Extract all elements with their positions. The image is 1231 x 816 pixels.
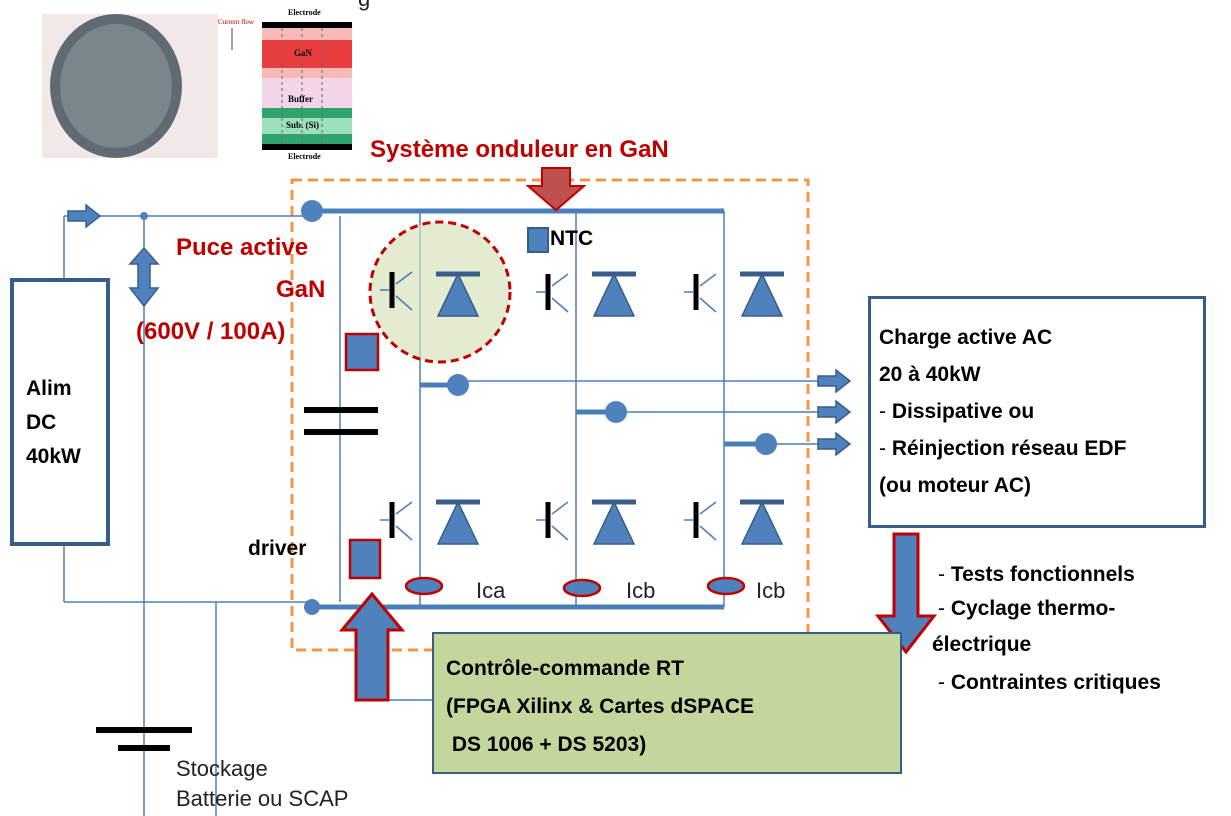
charge-line2: 20 à 40kW — [879, 363, 981, 386]
tests-item1-text: Tests fonctionnels — [950, 563, 1135, 586]
active-chip-highlight — [368, 220, 512, 364]
tests-item3-prefix: - — [938, 671, 951, 694]
switch-cl — [684, 502, 784, 544]
battery-symbol — [96, 727, 192, 751]
charge-line4-text: Réinjection réseau EDF — [891, 437, 1127, 460]
control-to-driver-arrow — [338, 591, 406, 702]
switch-ch — [684, 274, 784, 316]
driver-label: driver — [248, 537, 307, 560]
storage-line2: Batterie ou SCAP — [176, 786, 349, 811]
control-line1: Contrôle-commande RT — [446, 657, 685, 680]
control-command-box — [432, 632, 902, 774]
ntc-sensor — [527, 227, 549, 253]
charge-line4-prefix: - — [879, 437, 892, 460]
switch-bl — [536, 502, 636, 544]
alim-line1: Alim — [26, 377, 72, 400]
die-top-electrode: Electrode — [288, 8, 321, 17]
puce-line3: (600V / 100A) — [136, 318, 286, 345]
control-line2: (FPGA Xilinx & Cartes dSPACE — [446, 695, 755, 718]
charge-line3-text: Dissipative ou — [891, 400, 1035, 423]
gan-wafer-photo — [42, 14, 218, 158]
inverter-title: Système onduleur en GaN — [370, 136, 669, 163]
die-layer-sub: Sub. (Si) — [286, 120, 320, 130]
tests-item-1: - Tests fonctionnels — [938, 562, 1135, 587]
charge-line1: Charge active AC — [879, 326, 1053, 349]
tests-item3-text: Contraintes critiques — [950, 671, 1161, 694]
dc-input-arrow — [67, 203, 102, 229]
puce-line1: Puce active — [176, 234, 309, 261]
driver-box-top — [344, 332, 380, 372]
storage-line1: Stockage — [176, 756, 268, 781]
alim-dc-box: Alim DC 40kW — [10, 278, 110, 546]
charge-to-tests-arrow — [874, 532, 938, 655]
alim-line2: DC — [26, 411, 57, 434]
tests-item1-prefix: - — [938, 563, 951, 586]
tests-item2-text: Cyclage thermo- — [950, 597, 1116, 620]
top-heat-arrow — [525, 167, 587, 212]
charge-line3-prefix: - — [879, 400, 892, 423]
ica-label: Ica — [476, 578, 506, 603]
die-layer-gan: GaN — [294, 48, 312, 58]
junction-dots — [140, 200, 777, 615]
icb-label-2: Icb — [756, 578, 786, 603]
charge-active-box — [868, 296, 1206, 528]
tests-item2-prefix: - — [938, 597, 951, 620]
puce-line2: GaN — [276, 276, 326, 303]
ntc-label: NTC — [550, 227, 594, 250]
control-line3: DS 1006 + DS 5203) — [446, 733, 647, 756]
ac-output-arrows — [817, 368, 852, 457]
charge-line3: - Dissipative ou — [879, 399, 1034, 424]
gan-cross-section — [231, 22, 352, 150]
top-cut-text: g — [358, 0, 370, 12]
storage-bidirectional-arrow — [128, 246, 160, 308]
driver-box-bottom — [348, 538, 382, 580]
current-sensors — [404, 576, 746, 598]
icb-label-1: Icb — [626, 578, 656, 603]
charge-line4: - Réinjection réseau EDF — [879, 436, 1126, 461]
tests-item-2: - Cyclage thermo- — [938, 596, 1115, 621]
tests-item-2b: électrique — [932, 633, 1032, 656]
tests-item-3: - Contraintes critiques — [938, 670, 1161, 695]
die-bottom-electrode: Electrode — [288, 152, 321, 161]
dc-capacitor — [304, 407, 378, 435]
die-current-flow: Current flow — [218, 18, 254, 26]
die-layer-buffer: Buffer — [288, 94, 313, 104]
switch-bh — [536, 274, 636, 316]
switch-al — [380, 502, 480, 544]
charge-line5: (ou moteur AC) — [879, 474, 1032, 497]
alim-line3: 40kW — [26, 445, 81, 468]
